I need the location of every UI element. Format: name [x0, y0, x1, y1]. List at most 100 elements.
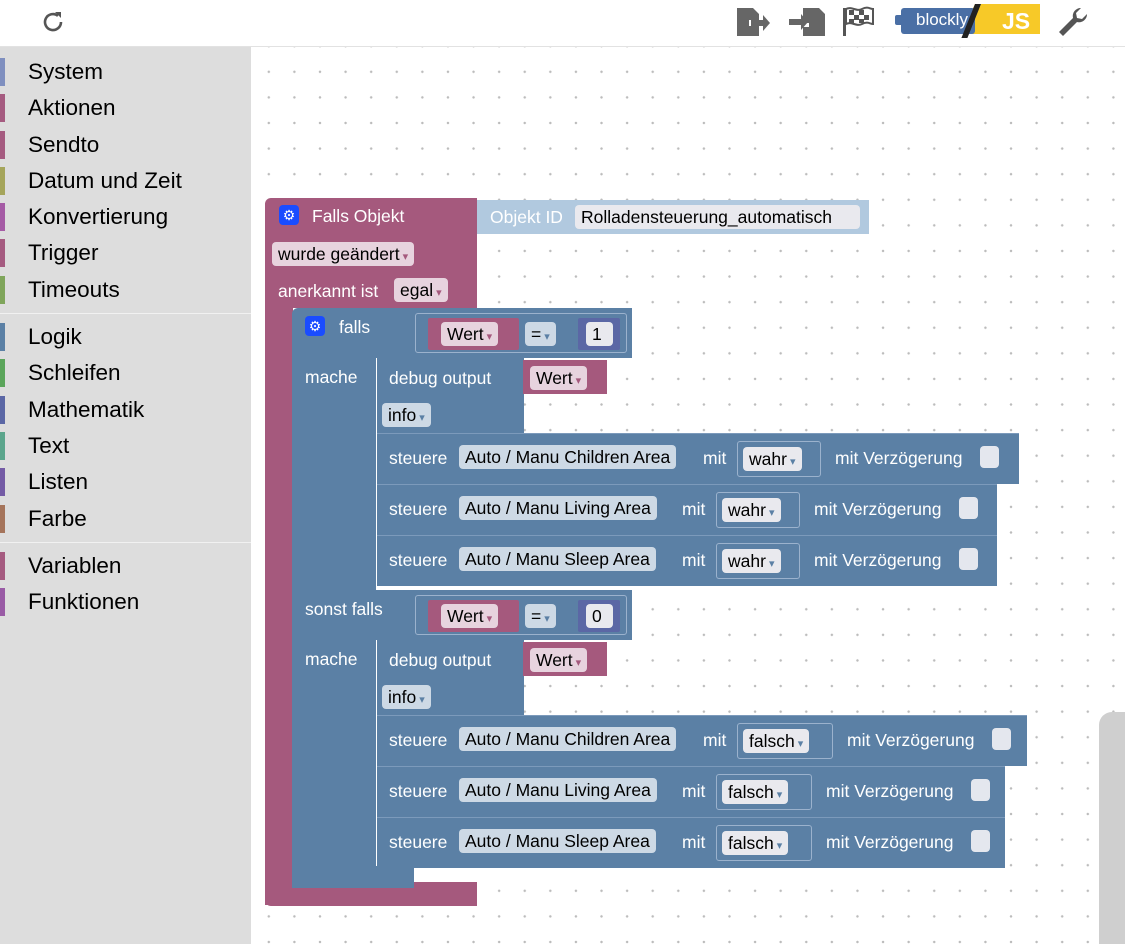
toolbox-category[interactable]: Trigger [0, 235, 251, 271]
category-color-bar [0, 431, 5, 460]
category-label: Text [28, 432, 70, 458]
flag-icon[interactable] [838, 2, 878, 42]
condition-2-inset [415, 595, 627, 635]
boolean-dropdown[interactable]: falsch [743, 729, 810, 753]
export-icon[interactable] [733, 2, 773, 42]
toolbox-category[interactable]: Aktionen [0, 90, 251, 126]
category-color-bar [0, 504, 5, 533]
mit-label: mit [682, 832, 706, 852]
gear-icon[interactable]: ⚙ [279, 205, 299, 225]
toolbox-category[interactable]: Datum und Zeit [0, 163, 251, 199]
delay-checkbox[interactable] [959, 497, 978, 519]
category-label: System [28, 59, 104, 84]
falls-label: falls [339, 317, 371, 337]
boolean-dropdown[interactable]: falsch [722, 831, 789, 855]
value-inset [737, 723, 833, 759]
workspace-scrollbar[interactable] [1099, 712, 1125, 944]
condition-1-inset [415, 313, 627, 353]
operator-dropdown[interactable]: = [525, 322, 556, 346]
steuere-label: steuere [389, 448, 448, 468]
delay-checkbox[interactable] [959, 548, 978, 570]
category-label: Aktionen [28, 95, 116, 121]
ack-dropdown[interactable]: egal [394, 278, 448, 302]
objekt-id-field[interactable]: Rolladensteuerung_automatisch [575, 205, 860, 229]
toolbox-category[interactable]: Logik [0, 319, 251, 355]
toolbox-category[interactable]: System [0, 54, 251, 90]
boolean-dropdown[interactable]: falsch [722, 780, 789, 804]
delay-checkbox[interactable] [992, 728, 1011, 750]
target-field[interactable]: Auto / Manu Living Area [459, 778, 657, 802]
target-field[interactable]: Auto / Manu Children Area [459, 445, 677, 469]
number-field-2[interactable]: 0 [586, 604, 613, 628]
wrench-icon[interactable] [1053, 2, 1093, 42]
toolbox-category[interactable]: Farbe [0, 501, 251, 537]
category-label: Datum und Zeit [28, 167, 182, 193]
mit-label: mit [703, 730, 727, 750]
delay-checkbox[interactable] [971, 830, 990, 852]
category-label: Farbe [28, 505, 87, 531]
category-label: Konvertierung [28, 204, 169, 230]
if-block-bottom [292, 866, 414, 888]
target-field[interactable]: Auto / Manu Sleep Area [459, 829, 656, 853]
ack-label: anerkannt ist [278, 281, 379, 301]
toolbox-category[interactable]: Variablen [0, 548, 251, 584]
delay-checkbox[interactable] [980, 446, 999, 468]
import-icon[interactable] [787, 2, 827, 42]
mit-label: mit [703, 448, 727, 468]
steuere-label: steuere [389, 781, 448, 801]
category-color-bar [0, 395, 5, 424]
steuere-label: steuere [389, 832, 448, 852]
toolbox-category[interactable]: Funktionen [0, 584, 251, 620]
toolbox-category[interactable]: Sendto [0, 127, 251, 163]
blockly-js-toggle[interactable]: blockly JS [895, 4, 1040, 38]
sonst-falls-label: sonst falls [305, 599, 383, 619]
toolbox-category[interactable]: Text [0, 428, 251, 464]
var-dropdown[interactable]: Wert [441, 322, 499, 346]
blockly-label: blockly [916, 10, 968, 29]
var-dropdown[interactable]: Wert [441, 604, 499, 628]
value-inset [716, 543, 800, 579]
toolbox-category[interactable]: Schleifen [0, 355, 251, 391]
target-field[interactable]: Auto / Manu Children Area [459, 727, 677, 751]
category-color-bar [0, 275, 5, 304]
category-label: Variablen [28, 552, 122, 578]
category-color-bar [0, 203, 5, 232]
toolbox-category[interactable]: Timeouts [0, 272, 251, 308]
refresh-icon[interactable] [33, 2, 73, 42]
number-field-1[interactable]: 1 [586, 322, 613, 346]
category-color-bar [0, 468, 5, 497]
mit-label: mit [682, 550, 706, 570]
delay-checkbox[interactable] [971, 779, 990, 801]
debug-var-dropdown[interactable]: Wert [530, 648, 588, 672]
debug-level-dropdown[interactable]: info [382, 403, 431, 427]
toolbar: blockly JS [0, 0, 1125, 47]
boolean-dropdown[interactable]: wahr [722, 549, 781, 573]
changed-dropdown[interactable]: wurde geändert [272, 242, 415, 266]
target-field[interactable]: Auto / Manu Sleep Area [459, 547, 656, 571]
mache-label-1: mache [305, 367, 358, 387]
toolbox-category[interactable]: Konvertierung [0, 199, 251, 235]
delay-label: mit Verzögerung [826, 832, 954, 852]
steuere-label: steuere [389, 730, 448, 750]
steuere-label: steuere [389, 550, 448, 570]
target-field[interactable]: Auto / Manu Living Area [459, 496, 657, 520]
debug-level-dropdown[interactable]: info [382, 685, 431, 709]
toolbox-category[interactable]: Listen [0, 464, 251, 500]
category-label: Listen [28, 469, 89, 495]
value-inset [716, 774, 812, 810]
delay-label: mit Verzögerung [814, 499, 942, 519]
value-inset [716, 825, 812, 861]
category-label: Sendto [28, 131, 100, 157]
gear-icon[interactable]: ⚙ [305, 316, 325, 336]
delay-label: mit Verzögerung [814, 550, 942, 570]
toolbox-category[interactable]: Mathematik [0, 392, 251, 428]
category-label: Funktionen [28, 589, 140, 615]
toolbox-separator [0, 313, 251, 315]
boolean-dropdown[interactable]: wahr [722, 498, 781, 522]
mit-label: mit [682, 781, 706, 801]
boolean-dropdown[interactable]: wahr [743, 447, 802, 471]
operator-dropdown[interactable]: = [525, 604, 556, 628]
debug-var-dropdown[interactable]: Wert [530, 366, 588, 390]
category-label: Logik [28, 324, 82, 350]
category-color-bar [0, 239, 5, 268]
